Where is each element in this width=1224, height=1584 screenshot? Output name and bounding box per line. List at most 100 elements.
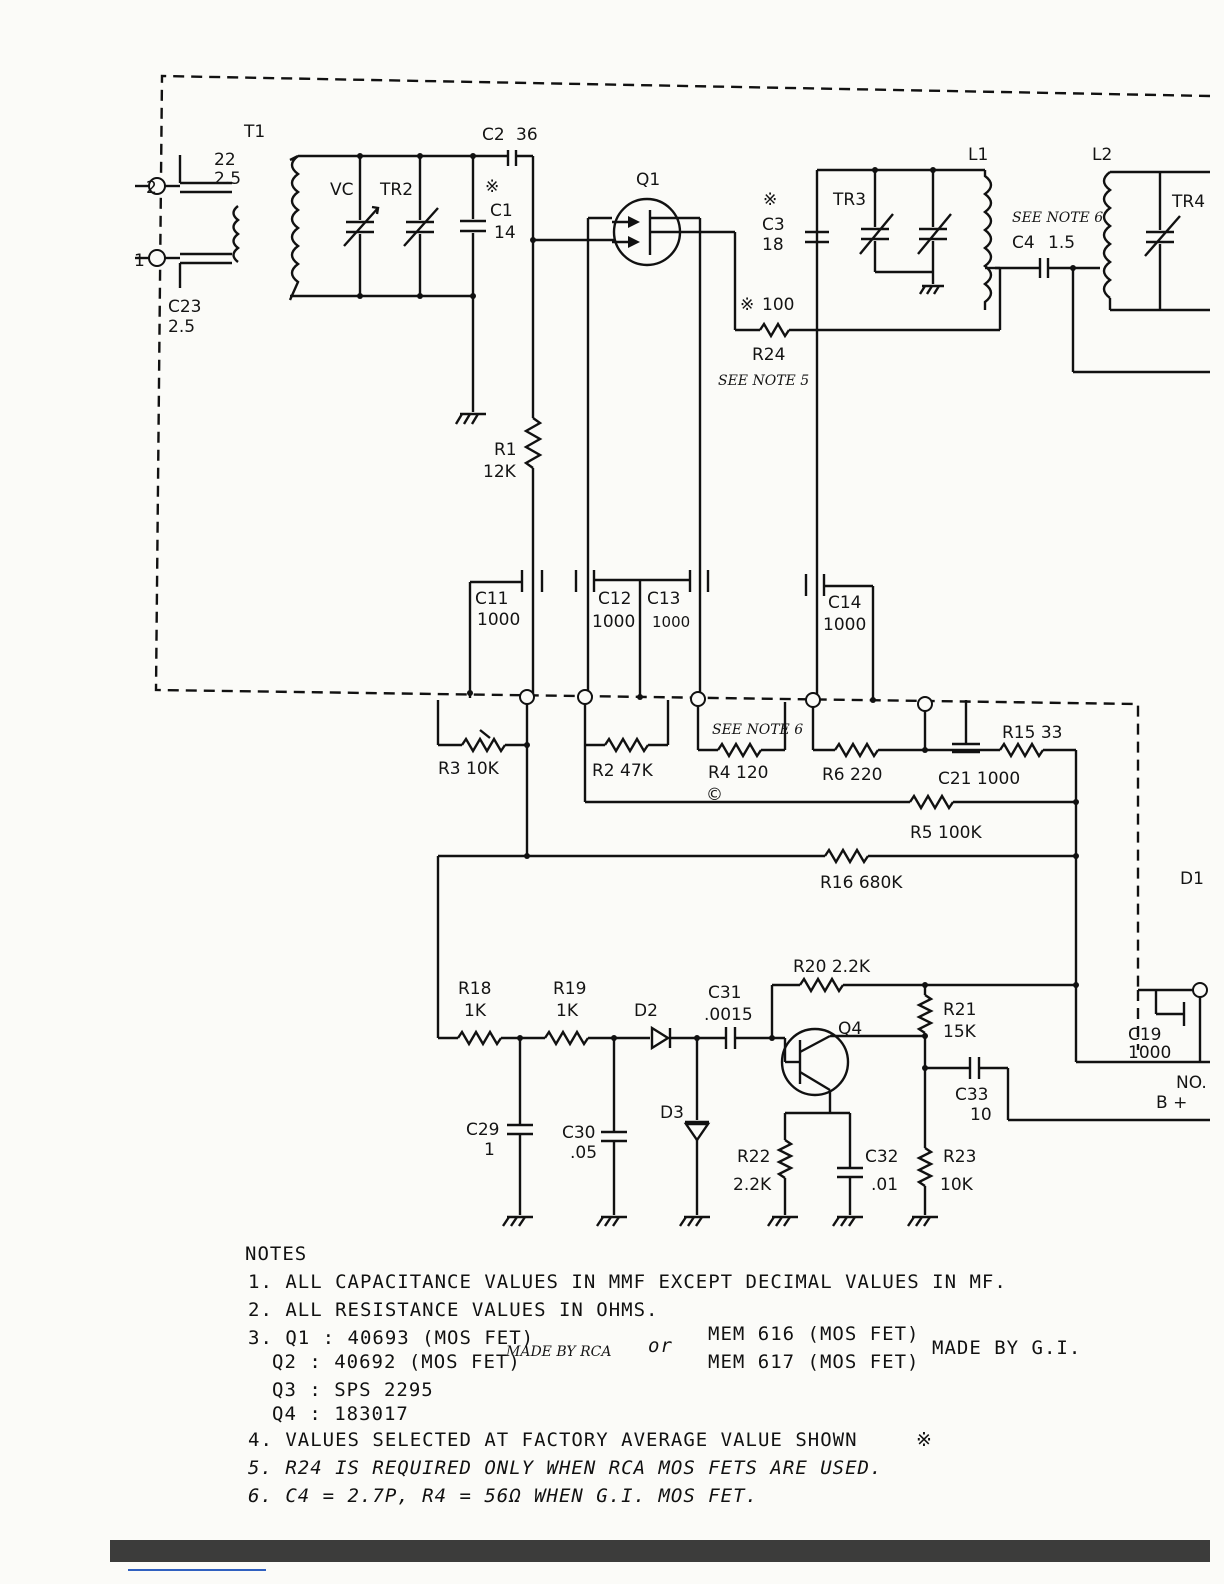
svg-text:1000: 1000 <box>823 615 866 635</box>
svg-text:C21 1000: C21 1000 <box>938 769 1020 789</box>
svg-text:R15 33: R15 33 <box>1002 723 1062 743</box>
svg-text:©: © <box>706 785 723 805</box>
feedthrough-node-2 <box>577 689 593 705</box>
svg-text:D1: D1 <box>1180 869 1204 889</box>
svg-text:100: 100 <box>762 295 794 315</box>
svg-text:C29: C29 <box>466 1120 500 1140</box>
feedthrough-node-5 <box>917 696 933 712</box>
svg-text:TR4: TR4 <box>1171 192 1205 212</box>
b-plus-terminal <box>1192 982 1208 998</box>
svg-text:R23: R23 <box>943 1147 976 1167</box>
c1-value: 14 <box>494 223 516 243</box>
svg-text:.0015: .0015 <box>704 1005 753 1025</box>
q1-label: Q1 <box>636 170 660 190</box>
svg-text:R21: R21 <box>943 1000 976 1020</box>
svg-text:SEE NOTE 6: SEE NOTE 6 <box>712 722 803 738</box>
note-2: 2. ALL RESISTANCE VALUES IN OHMS. <box>248 1299 659 1321</box>
input-terminal-1 <box>148 249 166 267</box>
svg-text:C12: C12 <box>598 589 632 609</box>
notes-block: NOTES 1. ALL CAPACITANCE VALUES IN MMF E… <box>245 1243 1080 1507</box>
svg-text:R18: R18 <box>458 979 491 999</box>
svg-text:10: 10 <box>970 1105 992 1125</box>
svg-text:C30: C30 <box>562 1123 596 1143</box>
svg-text:D2: D2 <box>634 1001 658 1021</box>
svg-text:10K: 10K <box>940 1175 974 1195</box>
svg-text:1000: 1000 <box>652 613 690 631</box>
svg-text:SEE NOTE 6: SEE NOTE 6 <box>1012 210 1103 226</box>
svg-text:※: ※ <box>763 190 777 210</box>
svg-text:C4: C4 <box>1012 233 1035 253</box>
svg-text:R3 10K: R3 10K <box>438 759 500 779</box>
tr2-label: TR2 <box>379 180 413 200</box>
svg-text:※: ※ <box>740 295 754 315</box>
svg-text:R22: R22 <box>737 1147 770 1167</box>
svg-text:SEE NOTE 5: SEE NOTE 5 <box>718 373 809 389</box>
svg-text:R16 680K: R16 680K <box>820 873 903 893</box>
svg-text:1000: 1000 <box>477 610 520 630</box>
q1-stage: C2 36 Q1 <box>482 125 737 698</box>
svg-text:TR3: TR3 <box>832 190 866 210</box>
svg-text:1K: 1K <box>556 1001 579 1021</box>
feedthrough-node-3 <box>690 691 706 707</box>
svg-text:15K: 15K <box>943 1022 977 1042</box>
svg-text:C19: C19 <box>1128 1025 1162 1045</box>
note-1: 1. ALL CAPACITANCE VALUES IN MMF EXCEPT … <box>248 1271 1007 1293</box>
note-3-q2: Q2 : 40692 (MOS FET) <box>272 1351 521 1373</box>
feedthrough-capacitors: C11 1000 C12 1000 C13 1000 C14 1000 <box>468 570 875 698</box>
svg-text:1000: 1000 <box>1128 1043 1171 1063</box>
svg-text:C11: C11 <box>475 589 509 609</box>
scan-edge-shadow <box>110 1540 1210 1562</box>
svg-text:C14: C14 <box>828 593 862 613</box>
svg-text:R6 220: R6 220 <box>822 765 882 785</box>
c2-value: 36 <box>516 125 538 145</box>
svg-text:D3: D3 <box>660 1103 684 1123</box>
svg-text:.01: .01 <box>871 1175 898 1195</box>
svg-text:2.2K: 2.2K <box>733 1175 772 1195</box>
svg-text:C31: C31 <box>708 983 742 1003</box>
svg-text:C13: C13 <box>647 589 681 609</box>
note-3-q1: 3. Q1 : 40693 (MOS FET) <box>248 1327 534 1349</box>
c2-label: C2 <box>482 125 505 145</box>
shield-outline <box>154 74 1211 990</box>
note-3-or: or <box>648 1335 673 1357</box>
svg-text:C33: C33 <box>955 1085 989 1105</box>
svg-text:※: ※ <box>916 1429 933 1451</box>
note-5: 5. R24 IS REQUIRED ONLY WHEN RCA MOS FET… <box>248 1457 882 1479</box>
svg-text:※: ※ <box>485 177 499 197</box>
l1-tank: TR3 L1 <box>805 145 993 698</box>
svg-text:L2: L2 <box>1092 145 1112 165</box>
notes-heading: NOTES <box>245 1243 307 1265</box>
c23-label: C23 <box>168 297 202 317</box>
b-plus-section: D1 C19 1000 NO. B + <box>1076 869 1210 1113</box>
r24-c3: ※ 100 R24 SEE NOTE 5 ※ C3 18 <box>718 190 1002 389</box>
c4-l2: SEE NOTE 6 C4 1.5 L2 TR4 <box>995 145 1210 374</box>
svg-text:12K: 12K <box>483 462 517 482</box>
svg-text:18: 18 <box>762 235 784 255</box>
svg-text:B +: B + <box>1156 1093 1187 1113</box>
svg-text:L1: L1 <box>968 145 988 165</box>
c22-value: 2.5 <box>214 169 241 189</box>
q4-transistor <box>780 1027 850 1097</box>
q4-stage: R18 1K R19 1K D2 C31 .0015 R20 2.2K <box>438 957 1210 1227</box>
svg-text:1: 1 <box>484 1140 495 1160</box>
c23-value: 2.5 <box>168 317 195 337</box>
note-3-mem616: MEM 616 (MOS FET) <box>708 1323 919 1345</box>
svg-text:R20 2.2K: R20 2.2K <box>793 957 871 977</box>
feedthrough-node-1 <box>519 689 535 705</box>
vc-label: VC <box>330 180 354 200</box>
svg-text:1000: 1000 <box>592 612 635 632</box>
svg-text:R5 100K: R5 100K <box>910 823 982 843</box>
t1-tank: T1 VC TR2 C1 14 ※ <box>243 122 516 425</box>
note-3-q4: Q4 : 183017 <box>272 1403 409 1425</box>
bias-network: R3 10K R2 47K SEE NOTE 6 R4 120 © R6 220… <box>436 700 1079 1062</box>
r1-resistor: R1 12K <box>483 417 543 698</box>
svg-text:.05: .05 <box>570 1143 597 1163</box>
c22-label: 22 <box>214 150 236 170</box>
svg-text:R1: R1 <box>494 440 517 460</box>
svg-text:1.5: 1.5 <box>1048 233 1075 253</box>
c1-label: C1 <box>490 201 513 221</box>
svg-text:R19: R19 <box>553 979 586 999</box>
note-3-mem617: MEM 617 (MOS FET) <box>708 1351 919 1373</box>
